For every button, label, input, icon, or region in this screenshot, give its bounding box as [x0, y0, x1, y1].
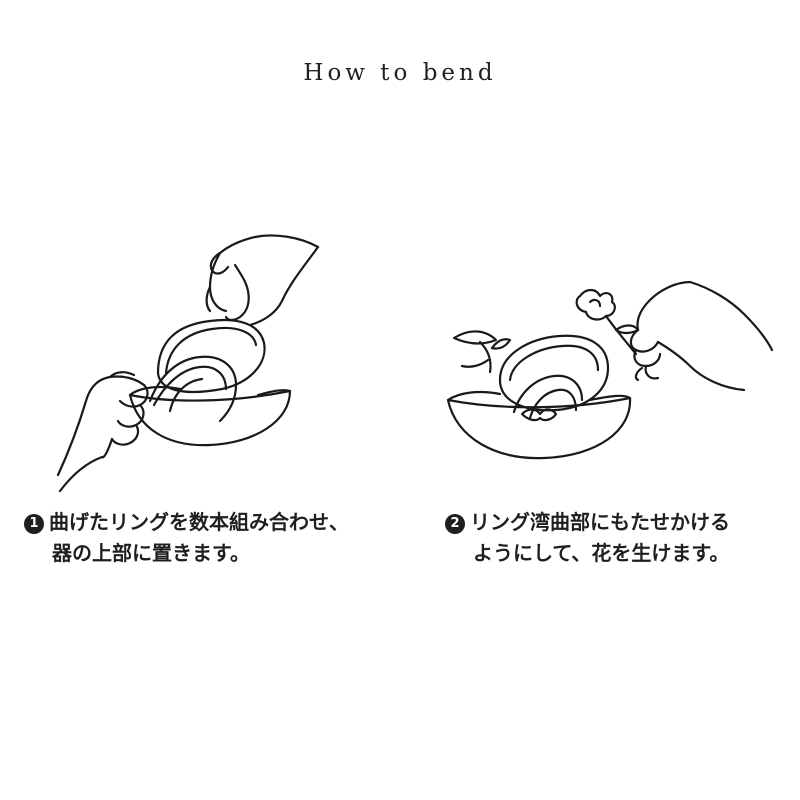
hand-icon — [631, 282, 772, 390]
step-2-text-2: ようにして、花を生けます。 — [473, 541, 730, 565]
step-1-text-2: 器の上部に置きます。 — [52, 541, 250, 565]
bowl — [130, 391, 290, 445]
front-ring — [150, 357, 236, 421]
inner-flower-icon — [522, 410, 556, 421]
upper-hand-icon — [207, 235, 318, 325]
back-ring — [158, 320, 265, 392]
lower-hand-icon — [58, 372, 147, 491]
step-1-number-badge: 1 — [24, 514, 44, 534]
step-2-illustration — [440, 280, 780, 480]
rose-flower-icon — [577, 290, 638, 354]
step-1-text-1: 曲げたリングを数本組み合わせ、 — [49, 510, 349, 534]
bowl — [448, 398, 630, 458]
step-1-illustration — [50, 225, 350, 495]
step-2-number-badge: 2 — [445, 514, 465, 534]
page-title: How to bend — [303, 60, 497, 86]
leaf-icon — [454, 331, 510, 372]
step-2-text-1: リング湾曲部にもたせかける — [470, 510, 730, 534]
